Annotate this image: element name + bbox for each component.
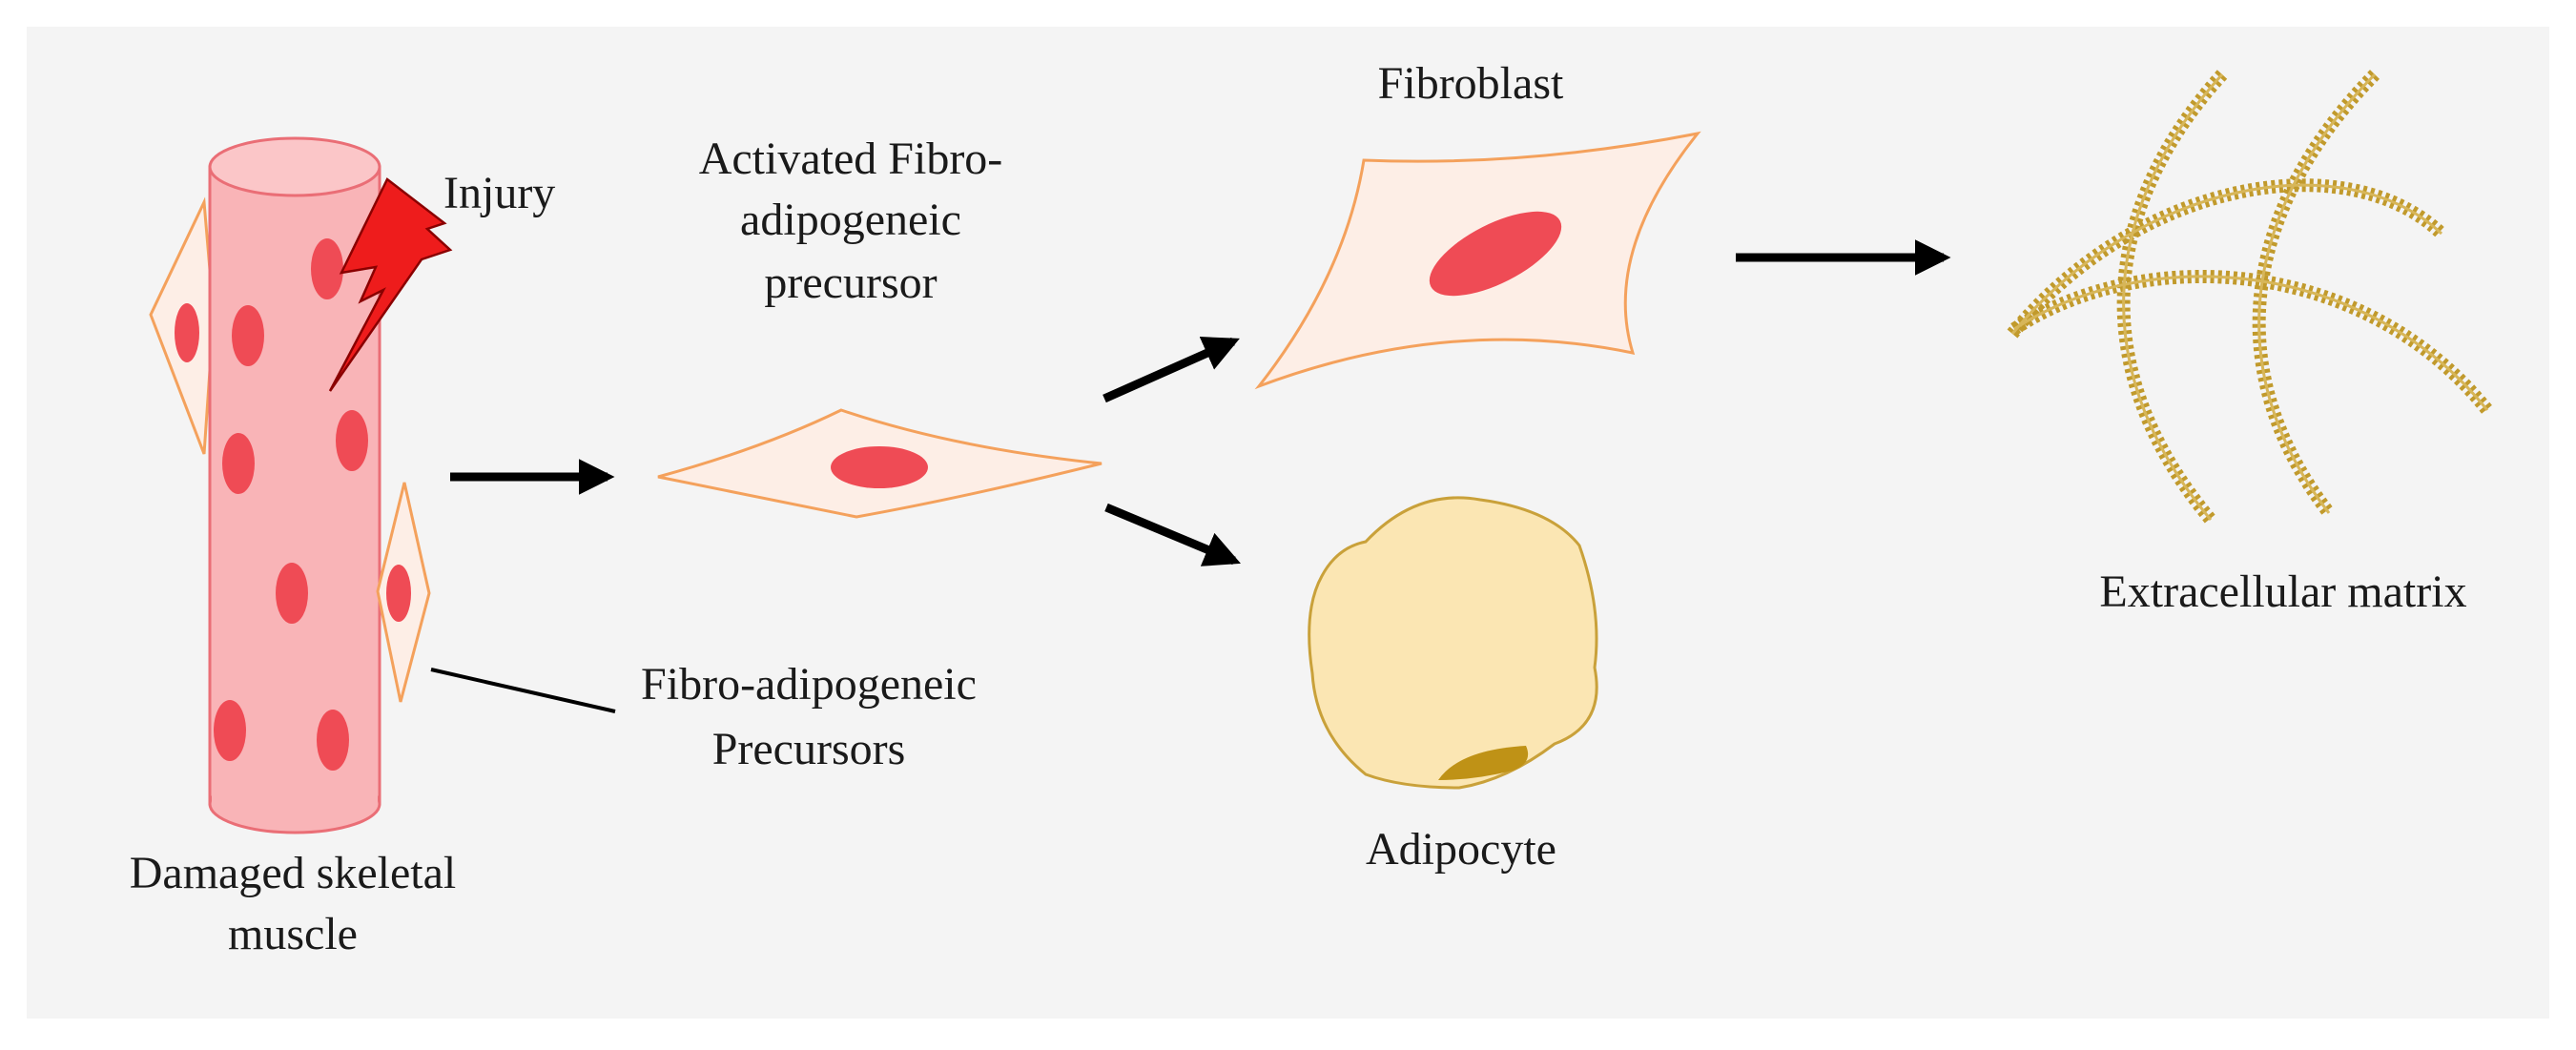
fibroblast-nucleus [1429, 211, 1562, 297]
adipocyte-cell [1308, 496, 1598, 790]
fap-label: Precursors [712, 724, 906, 774]
muscle-nucleus [276, 563, 308, 624]
arrow-to-fibroblast [1103, 337, 1240, 403]
activated-fap-label: adipogeneic [740, 195, 961, 245]
damaged-muscle-label: Damaged skeletal [130, 848, 457, 898]
fap-pointer-line [430, 668, 616, 713]
ecm-label: Extracellular matrix [2099, 566, 2466, 617]
damaged-muscle [149, 136, 453, 834]
fap-label: Fibro-adipogeneic [641, 659, 977, 710]
activated-fap-label: Activated Fibro- [699, 134, 1003, 184]
activated-fap-label: precursor [764, 257, 937, 308]
fibroblast-label: Fibroblast [1378, 58, 1564, 109]
fibroblast-cell [1254, 131, 1701, 390]
muscle-nucleus [311, 238, 343, 299]
injury-lightning-icon [328, 177, 453, 392]
fap-nucleus-right [386, 565, 411, 622]
muscle-nucleus [336, 410, 368, 471]
extracellular-matrix [2007, 70, 2493, 525]
muscle-nucleus [214, 700, 246, 761]
activated-fap-cell [657, 408, 1103, 519]
injury-label: Injury [443, 168, 555, 218]
activated-fap-nucleus [831, 446, 928, 488]
muscle-nucleus [317, 710, 349, 771]
arrow-to-adipocyte [1104, 503, 1241, 566]
adipocyte-label: Adipocyte [1366, 824, 1556, 875]
muscle-nucleus [232, 305, 264, 366]
fap-nucleus-left [175, 303, 199, 362]
adipocyte-lipid [1438, 746, 1529, 780]
muscle-fiber-top [208, 136, 381, 197]
damaged-muscle-label: muscle [228, 909, 358, 959]
muscle-nucleus [222, 433, 255, 494]
background-panel [27, 27, 2549, 1019]
